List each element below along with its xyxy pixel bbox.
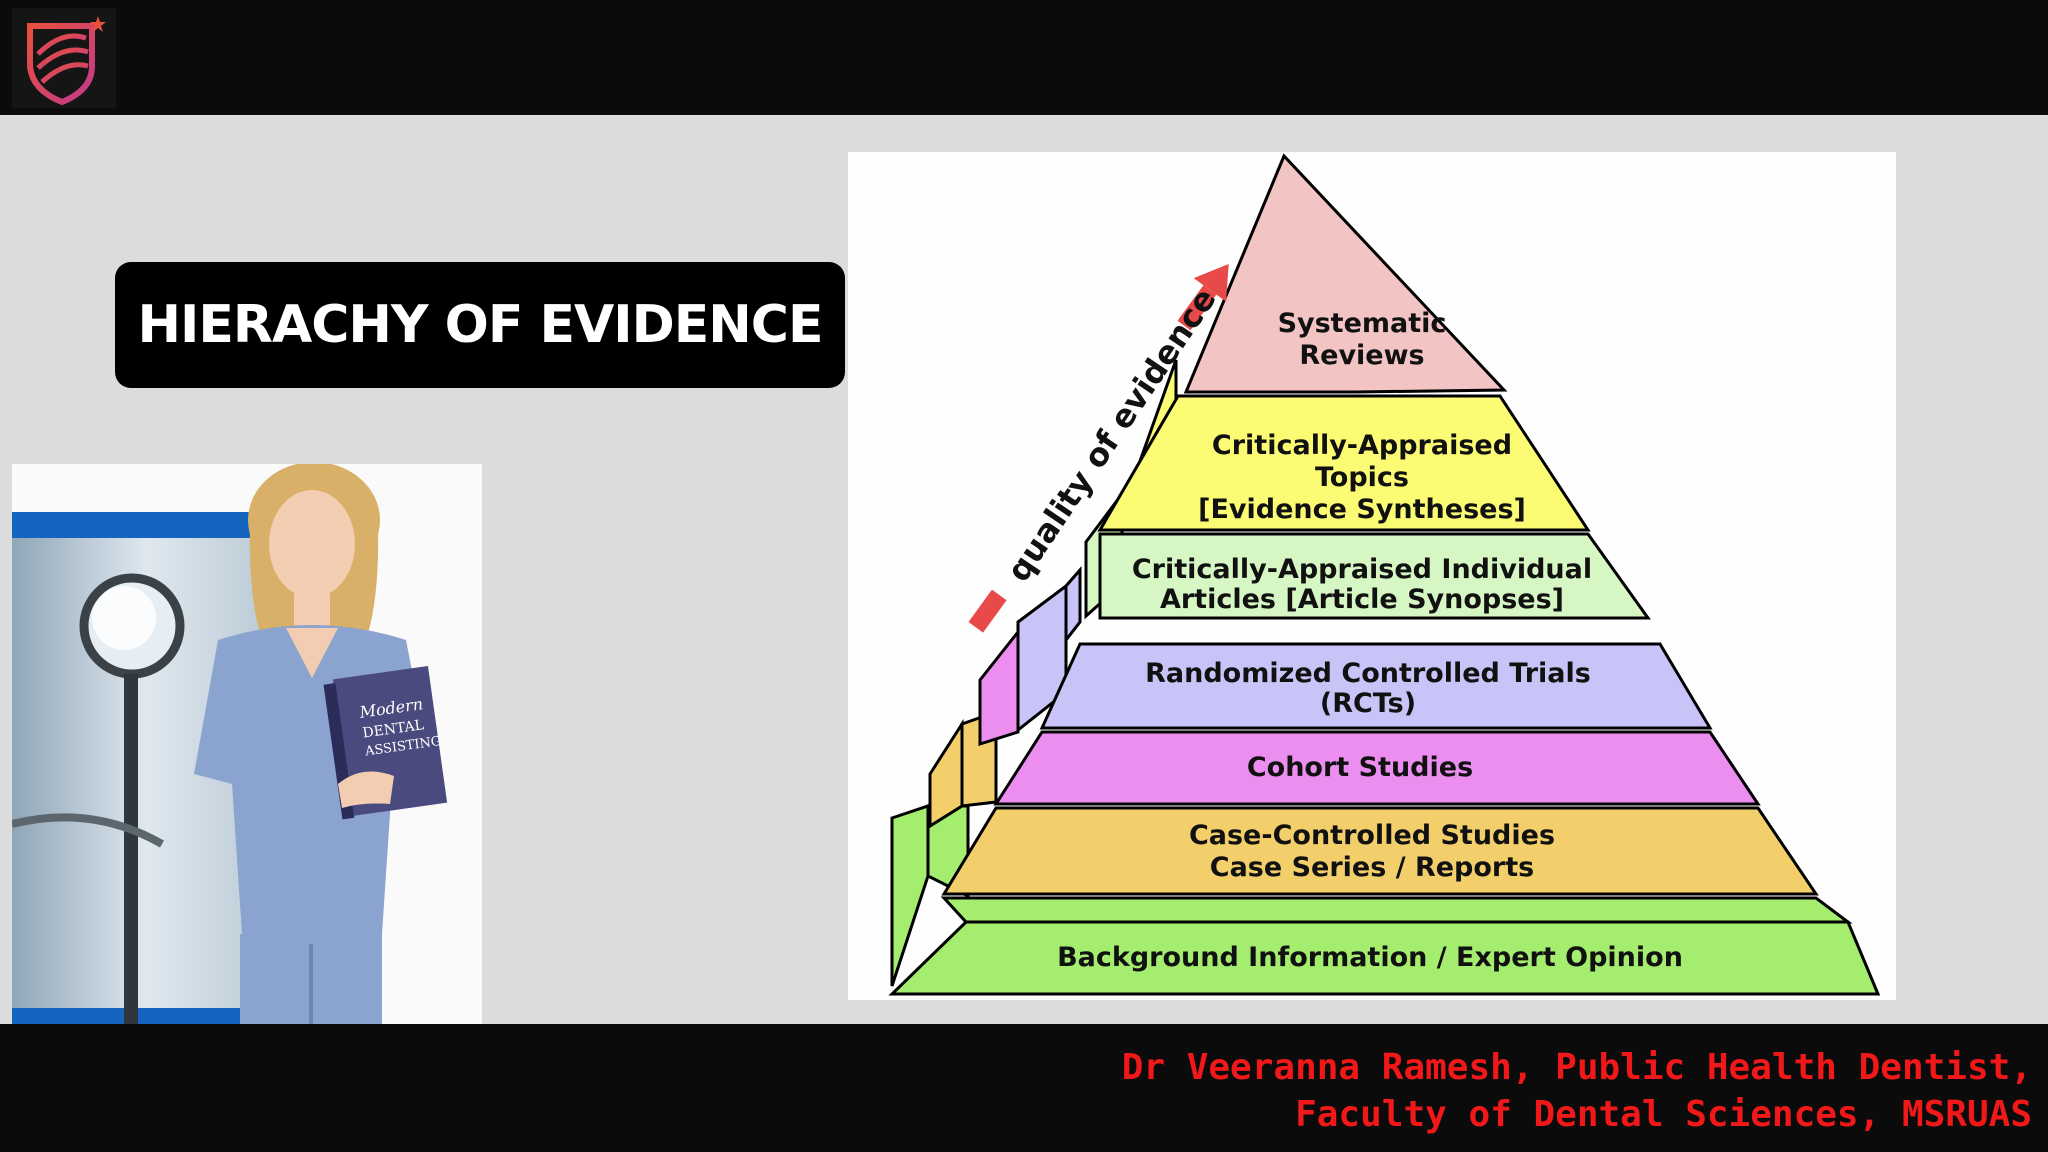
university-logo xyxy=(12,8,116,108)
credit-line-1: Dr Veeranna Ramesh, Public Health Dentis… xyxy=(1121,1047,2032,1088)
level-label-topics-2: Topics xyxy=(1315,462,1409,493)
level-label-articles-1: Critically-Appraised Individual xyxy=(1132,554,1592,585)
step-face-cohort xyxy=(978,627,1020,747)
student-figure-icon: Modern DENTAL ASSISTING xyxy=(12,464,448,1024)
level-label-case-2: Case Series / Reports xyxy=(1210,852,1534,883)
presenter-credit: Dr Veeranna Ramesh, Public Health Dentis… xyxy=(1122,1044,2032,1138)
level-label-topics-1: Critically-Appraised xyxy=(1212,430,1512,461)
level-label-rcts-2: (RCTs) xyxy=(1320,688,1416,719)
pyramid-level-systematic xyxy=(1183,153,1508,394)
top-bar xyxy=(0,0,2048,115)
dental-student-photo: Modern DENTAL ASSISTING xyxy=(12,464,482,1024)
level-label-systematic-2: Reviews xyxy=(1299,340,1424,371)
level-label-articles-2: Articles [Article Synopses] xyxy=(1160,584,1564,615)
university-shield-logo-icon xyxy=(27,16,106,106)
level-label-topics-3: [Evidence Syntheses] xyxy=(1198,494,1526,525)
level-label-rcts-1: Randomized Controlled Trials xyxy=(1145,658,1591,689)
pyramid-level-articles xyxy=(1098,532,1651,620)
minus-sign-icon xyxy=(968,589,1007,633)
pyramid-level-case xyxy=(941,806,1819,896)
bottom-bar: Dr Veeranna Ramesh, Public Health Dentis… xyxy=(0,1024,2048,1152)
dental-mirror-icon xyxy=(12,573,185,1024)
step-face-background xyxy=(890,803,930,987)
pyramid-level-topics xyxy=(1097,394,1591,532)
step-face-rcts-2 xyxy=(1064,566,1082,645)
evidence-pyramid: quality of evidence Systematic Reviews C… xyxy=(888,153,1881,996)
pyramid-level-background-top xyxy=(940,896,1853,924)
slide-title-box: HIERACHY OF EVIDENCE xyxy=(115,262,845,388)
pyramid-level-cohort xyxy=(993,730,1761,806)
level-label-case-1: Case-Controlled Studies xyxy=(1189,820,1555,851)
evidence-pyramid-panel: quality of evidence Systematic Reviews C… xyxy=(848,152,1896,1000)
level-label-cohort: Cohort Studies xyxy=(1247,752,1473,783)
credit-line-2: Faculty of Dental Sciences, MSRUAS xyxy=(1295,1094,2032,1135)
step-face-case xyxy=(928,718,964,829)
pyramid-level-rcts xyxy=(1039,642,1713,730)
pyramid-labels: Systematic Reviews Critically-Appraised … xyxy=(1057,308,1683,973)
level-label-systematic-1: Systematic xyxy=(1278,308,1447,339)
arrow-up-icon xyxy=(1177,264,1229,331)
level-label-background: Background Information / Expert Opinion xyxy=(1057,942,1683,973)
slide-title: HIERACHY OF EVIDENCE xyxy=(137,295,824,355)
